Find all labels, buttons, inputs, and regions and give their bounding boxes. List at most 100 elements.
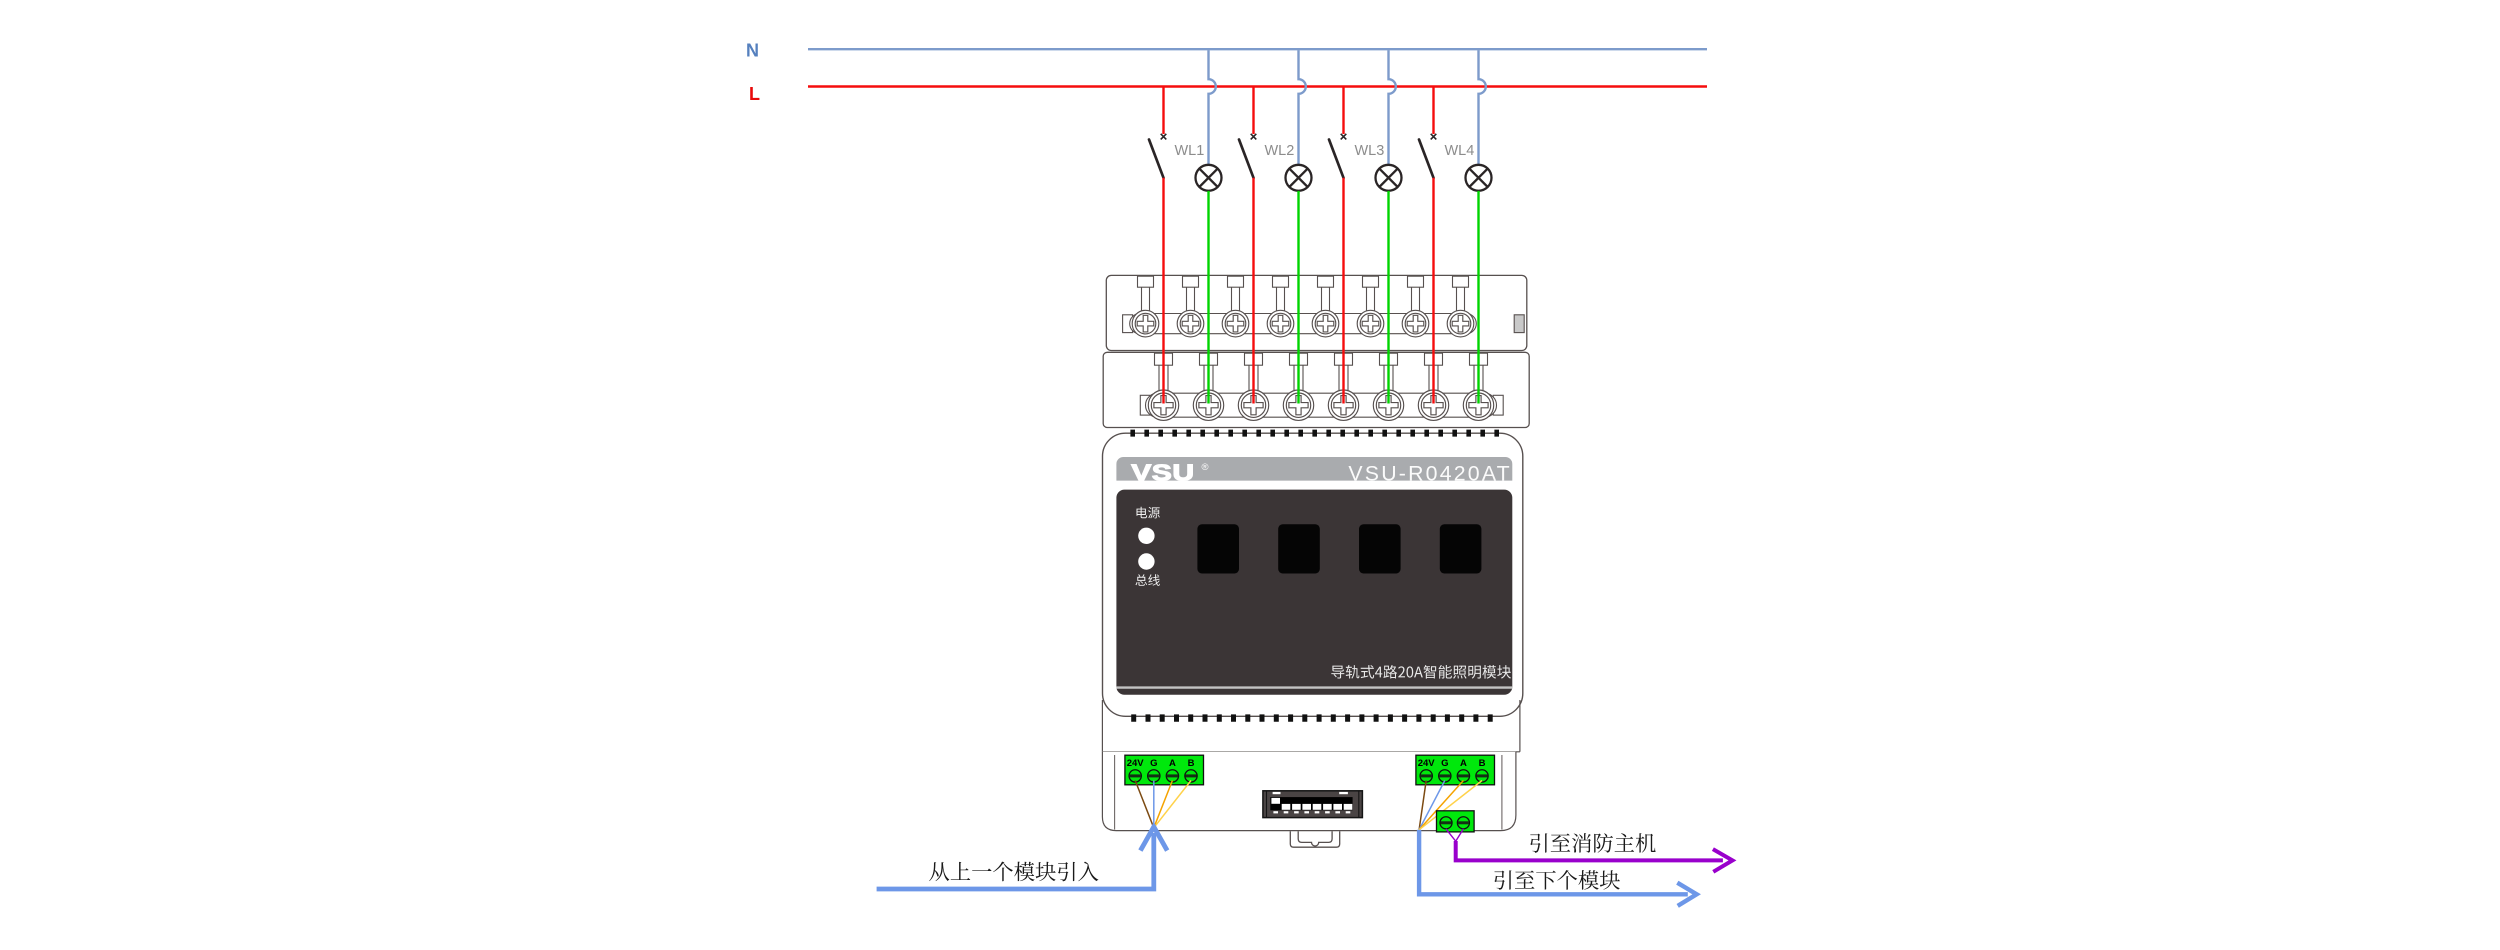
wire-slot-mouth	[1271, 275, 1290, 288]
terminal-pin-label: A	[1169, 758, 1176, 769]
wire-slot-channel	[1185, 287, 1196, 312]
brand-logo: VSU	[1131, 460, 1194, 486]
module-caption	[1331, 664, 1511, 679]
screw-slot	[1457, 774, 1469, 778]
dip-toggle-5[interactable]	[1312, 803, 1322, 810]
phillips-cross	[1361, 314, 1380, 333]
vent-teeth-top	[1130, 429, 1499, 437]
bus-led	[1138, 553, 1155, 570]
phillips-cross	[1243, 395, 1264, 416]
dip-mark-left	[1272, 791, 1281, 795]
dip-toggle-7[interactable]	[1333, 803, 1342, 810]
dip-toggle-1[interactable]	[1271, 797, 1280, 804]
wire-slot-channel	[1230, 287, 1241, 312]
arrow-line	[1416, 829, 1688, 897]
lamp-cross	[1468, 167, 1489, 188]
dip-slot-area	[1270, 797, 1353, 811]
dip-tick	[1345, 811, 1351, 814]
wire-slot-mouth	[1136, 275, 1155, 288]
power-led	[1138, 527, 1155, 544]
lamp-cross	[1288, 167, 1309, 188]
phillips-cross	[1333, 395, 1354, 416]
phillips-cross	[1226, 314, 1245, 333]
arrow-line	[1453, 841, 1723, 863]
fire-host-arrow	[1445, 828, 1737, 874]
dip-toggle-3[interactable]	[1292, 803, 1301, 810]
dip-toggle-2[interactable]	[1281, 803, 1291, 810]
channel-button-1[interactable]	[1197, 524, 1239, 574]
wire-slot-channel	[1275, 287, 1286, 312]
switch-contact-mark	[1250, 133, 1257, 140]
dip-toggle-8[interactable]	[1343, 803, 1353, 810]
switch-lever	[1327, 138, 1345, 180]
wire-b	[1418, 779, 1483, 831]
channel-button-2[interactable]	[1278, 524, 1320, 574]
wire-slot-mouth	[1451, 275, 1470, 288]
wire-a	[1418, 779, 1464, 831]
screw-slot	[1166, 774, 1178, 778]
arrow-head	[1676, 880, 1701, 908]
fire-wire-v	[1445, 828, 1464, 842]
power-led-label	[1136, 506, 1160, 519]
screw-slot	[1148, 774, 1160, 778]
screw-rail	[1144, 392, 1498, 418]
vent-teeth-bottom	[1131, 714, 1493, 722]
incoming-bus-arrow	[876, 821, 1170, 892]
bus-wires-right	[1418, 779, 1483, 831]
channel-button-3[interactable]	[1359, 524, 1401, 574]
terminal-pin-label: G	[1441, 758, 1448, 769]
phillips-cross	[1316, 314, 1335, 333]
phillips-cross	[1198, 395, 1219, 416]
dip-tick	[1283, 811, 1289, 814]
bus-terminal-right: 24V G A B	[1415, 754, 1496, 786]
wire-24v	[1418, 780, 1427, 830]
arrow-head	[1711, 847, 1737, 874]
terminal-pin-label: 24V	[1418, 758, 1436, 769]
screw-slot	[1476, 774, 1488, 778]
wire-slot-channel	[1428, 365, 1439, 391]
wire-slot-channel	[1365, 287, 1376, 312]
circuit-4: WL4	[1417, 50, 1493, 404]
switch-contact-mark	[1340, 133, 1347, 140]
wire-slot-mouth	[1406, 275, 1425, 288]
dip-tick	[1325, 811, 1330, 814]
phillips-cross	[1136, 314, 1155, 333]
dip-toggle-6[interactable]	[1323, 803, 1332, 810]
phillips-cross	[1378, 395, 1399, 416]
neutral-drop-wire	[1477, 50, 1487, 165]
screw-slot	[1185, 774, 1197, 778]
bus-led-label	[1135, 574, 1160, 586]
wire-slot-channel	[1338, 365, 1349, 391]
dip-tick	[1304, 811, 1309, 814]
front-panel	[1116, 489, 1513, 695]
terminal-pin-label: A	[1460, 758, 1467, 769]
arrow-line	[876, 833, 1157, 892]
phillips-cross	[1271, 314, 1290, 333]
dip-toggle-4[interactable]	[1302, 803, 1311, 810]
wire-slot-channel	[1293, 365, 1304, 391]
outgoing-bus-arrow	[1416, 829, 1701, 908]
dip-tick	[1273, 811, 1278, 814]
model-number: VSU-R0420AT	[1348, 462, 1511, 486]
lamp-symbol	[1374, 163, 1403, 192]
brand-registered-mark: ®	[1202, 462, 1209, 473]
wire-slot-channel	[1203, 365, 1214, 391]
wire-slot-channel	[1473, 365, 1484, 391]
dip-tick	[1335, 811, 1340, 814]
circuit-3: WL3	[1327, 50, 1403, 404]
neutral-drop-wire	[1207, 50, 1217, 165]
wire-slot-mouth	[1181, 275, 1200, 288]
channel-button-4[interactable]	[1439, 524, 1482, 574]
lamp-cross	[1198, 167, 1219, 188]
switch-lever	[1417, 138, 1435, 180]
switch-contact-mark	[1160, 133, 1167, 140]
screw-slot	[1440, 821, 1452, 825]
phillips-cross	[1406, 314, 1425, 333]
annotation-to-next-module	[1494, 870, 1620, 890]
bottom-bevels	[1114, 755, 1503, 830]
wire-b	[1153, 780, 1192, 829]
screw-slot	[1439, 774, 1451, 778]
dip-side-pins	[1265, 791, 1360, 817]
circuit-2: WL2	[1237, 50, 1313, 404]
